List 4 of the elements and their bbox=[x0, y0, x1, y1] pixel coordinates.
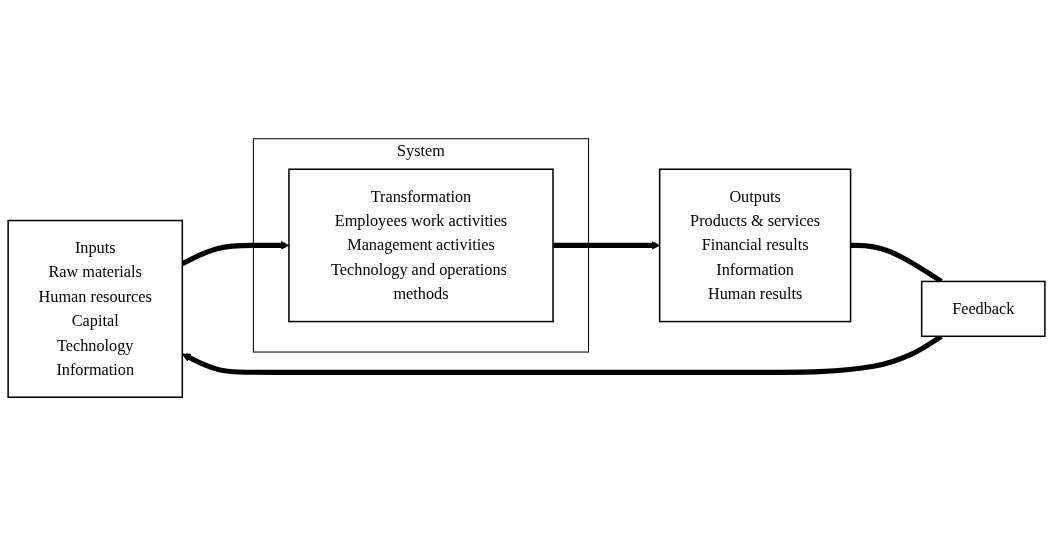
node-box: Outputs Products & services Financial results Information Human results bbox=[658, 168, 852, 323]
node-box: Transformation Employees work activities Management activities Technology and operations methods bbox=[288, 168, 554, 323]
node-box: Inputs Raw materials Human resources Capital Technology Information bbox=[7, 219, 184, 398]
node-box: Feedback bbox=[920, 280, 1046, 338]
